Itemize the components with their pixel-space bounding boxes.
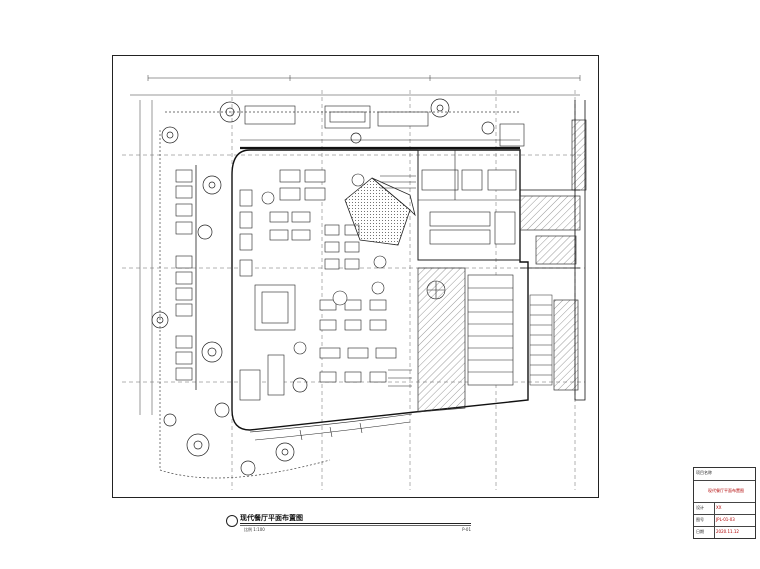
storage-racks [426, 274, 514, 386]
title-block-row-label: 日期 [696, 529, 704, 534]
title-underline-thin [240, 525, 471, 526]
left-booth-column [175, 165, 197, 390]
scale-note: 比例 1:100 [244, 527, 265, 532]
title-block-row-label: 设计 [696, 505, 704, 510]
title-block-divider [694, 502, 755, 503]
title-underline [240, 523, 471, 524]
round-tables [261, 173, 387, 355]
drawing-title-bar: 现代餐厅平面布置图 比例 1:100 P-01 [226, 513, 471, 535]
title-block-divider [694, 526, 755, 527]
hatched-zones [417, 119, 587, 413]
title-block-row-label: 图号 [696, 517, 704, 522]
title-block-row-value: JPL-01-03 [716, 517, 735, 522]
project-title: 现代餐厅平面布置图 [708, 488, 744, 493]
kitchen [417, 149, 521, 261]
section-marker-icon [226, 515, 238, 527]
garden-boundary [159, 111, 520, 479]
stair-icon [380, 175, 553, 387]
sheet-ref: P-01 [462, 527, 471, 532]
terrace-seating-top [240, 105, 525, 147]
east-structure [520, 100, 586, 401]
drawing-title: 现代餐厅平面布置图 [240, 514, 303, 522]
south-terrace [249, 413, 413, 441]
title-block-row-value: 2020.11.12 [716, 529, 739, 534]
title-block-divider [694, 514, 755, 515]
project-label: 项目名称 [696, 470, 712, 475]
title-block-vdivider [714, 502, 715, 538]
drawing-frame [112, 55, 599, 498]
building-walls [231, 146, 529, 431]
title-block-divider [694, 480, 755, 481]
title-block-row-value: XX [716, 505, 722, 510]
title-block: 项目名称 现代餐厅平面布置图 设计 XX 图号 JPL-01-03 日期 202… [693, 467, 756, 539]
dimension-lines [130, 75, 581, 415]
central-feature [344, 177, 416, 246]
dining-tables [239, 169, 397, 401]
